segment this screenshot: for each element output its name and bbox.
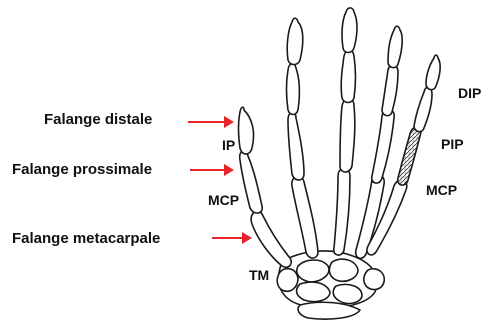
label-mcp-thumb: MCP	[208, 193, 239, 207]
label-pip: PIP	[441, 137, 464, 151]
thumb-bones	[239, 107, 292, 267]
index-finger-bones	[287, 18, 319, 258]
label-tm: TM	[249, 268, 269, 282]
right-arrow-icon	[188, 116, 234, 128]
carpal-bones	[277, 251, 384, 319]
label-falange-distale: Falange distale	[44, 112, 152, 127]
label-dip: DIP	[458, 86, 481, 100]
label-falange-prossimale: Falange prossimale	[12, 162, 152, 177]
hatched-phalanx-highlight	[398, 127, 421, 185]
right-arrow-icon	[190, 164, 234, 176]
label-falange-metacarpale: Falange metacarpale	[12, 231, 160, 246]
right-arrow-icon	[212, 232, 252, 244]
middle-finger-bones	[334, 8, 357, 255]
label-mcp-finger: MCP	[426, 183, 457, 197]
label-ip: IP	[222, 138, 235, 152]
